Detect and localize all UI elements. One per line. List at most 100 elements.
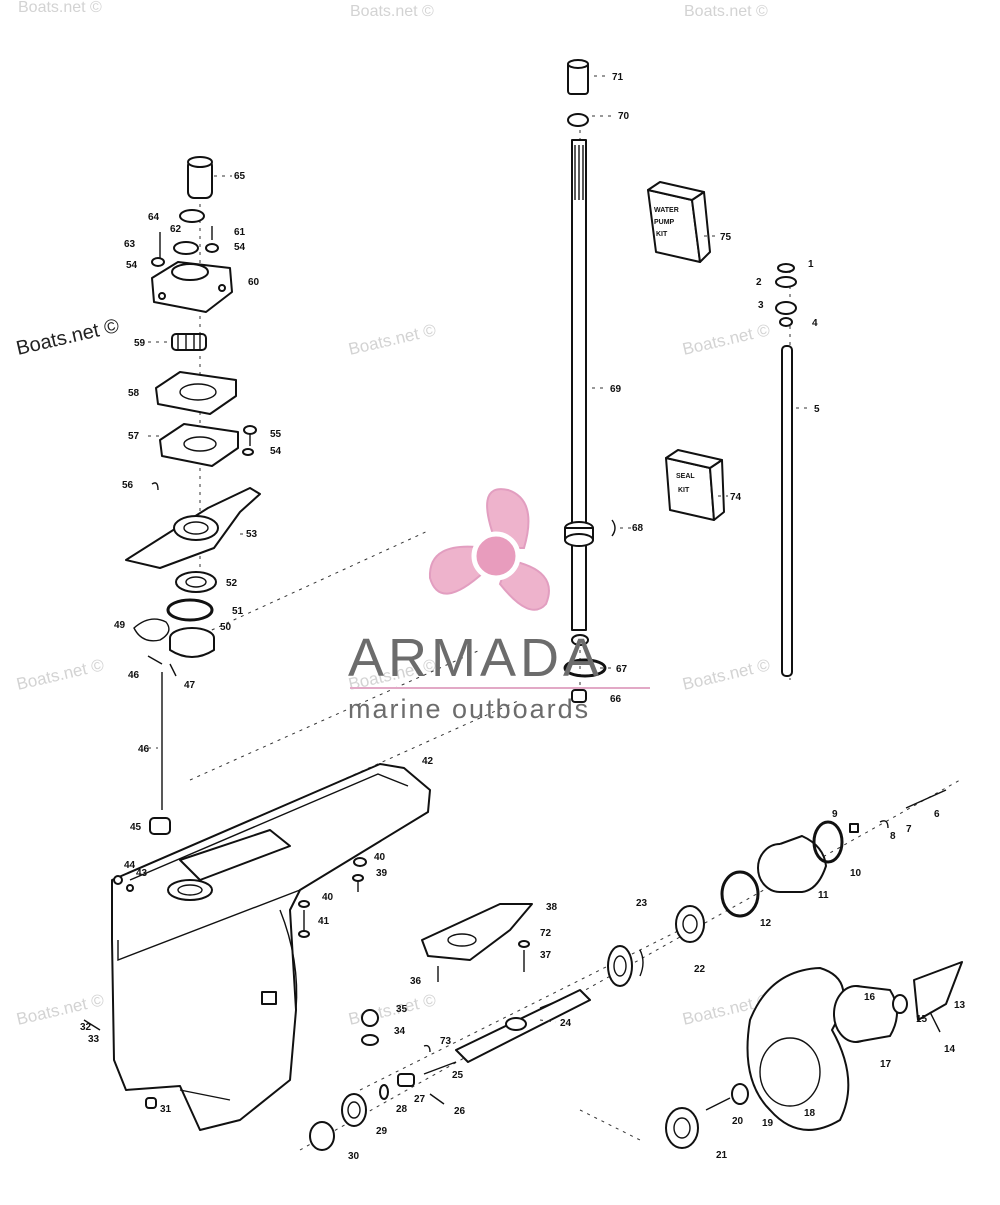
callout-32: 32 <box>80 1022 92 1033</box>
callout-5: 5 <box>814 404 820 415</box>
part-2-seal <box>775 276 797 288</box>
part-4-o-ring <box>779 317 793 327</box>
part-3-bushing <box>775 301 797 315</box>
callout-52: 52 <box>226 578 238 589</box>
callout-16: 16 <box>864 992 876 1003</box>
callout-43: 43 <box>136 868 148 879</box>
callout-75: 75 <box>720 232 732 243</box>
part-43-washer <box>126 884 134 892</box>
callout-40: 40 <box>322 892 334 903</box>
part-75-water-pump-kit: WATER PUMP KIT <box>647 181 711 263</box>
part-60-pump-housing <box>151 261 233 313</box>
callout-74: 74 <box>730 492 742 503</box>
callout-9: 9 <box>832 809 838 820</box>
shift-shaft-assembly <box>775 263 797 677</box>
kit-label-line: WATER <box>654 207 679 214</box>
part-59-impeller <box>171 333 207 351</box>
part-69-drive-shaft <box>571 139 587 631</box>
callout-73: 73 <box>440 1036 452 1047</box>
part-6-screw <box>905 789 947 809</box>
shaft-end <box>571 634 589 646</box>
part-47-pin <box>169 663 177 677</box>
watermark: Boats.net © <box>350 3 434 20</box>
callout-4: 4 <box>812 318 818 329</box>
callout-62: 62 <box>170 224 182 235</box>
part-41-screw <box>298 910 310 938</box>
watermark: Boats.net © <box>681 655 773 694</box>
part-30-bearing <box>309 1121 335 1151</box>
callout-31: 31 <box>160 1104 172 1115</box>
callout-39: 39 <box>376 868 388 879</box>
callout-7: 7 <box>906 824 912 835</box>
part-28-washer <box>379 1084 389 1100</box>
callout-35: 35 <box>396 1004 408 1015</box>
callout-leaders <box>148 75 810 1023</box>
part-73-pin <box>423 1044 431 1053</box>
callout-18: 18 <box>804 1108 816 1119</box>
callout-46: 46 <box>138 744 150 755</box>
callout-69: 69 <box>610 384 622 395</box>
part-50-bushing <box>169 627 215 658</box>
callout-26: 26 <box>454 1106 466 1117</box>
part-44-plug <box>113 875 123 885</box>
part-54-washer <box>205 243 219 253</box>
callout-56: 56 <box>122 480 134 491</box>
drive-shaft-assembly <box>563 59 616 703</box>
watermark: Boats.net © <box>347 320 439 359</box>
part-58-plate <box>155 371 237 415</box>
water-pump-assembly <box>125 156 261 835</box>
part-8-washer <box>879 820 889 829</box>
part-54-washer <box>242 448 254 456</box>
part-72-washer <box>518 940 530 948</box>
callout-38: 38 <box>546 902 558 913</box>
callout-14: 14 <box>944 1044 956 1055</box>
callout-67: 67 <box>616 664 628 675</box>
callout-60: 60 <box>248 277 260 288</box>
part-70-seal <box>567 113 589 127</box>
callout-2: 2 <box>756 277 762 288</box>
housing-small-parts <box>83 857 367 1109</box>
kit-label-line: PUMP <box>654 219 675 226</box>
part-5-shift-shaft <box>781 345 793 677</box>
part-31-plug <box>145 1097 157 1109</box>
part-42-gear-housing <box>111 763 431 1131</box>
callout-29: 29 <box>376 1126 388 1137</box>
part-18-propeller <box>746 967 850 1131</box>
part-40-washer <box>298 900 310 908</box>
callout-45: 45 <box>130 822 142 833</box>
part-45-coupling <box>149 817 171 835</box>
part-53-base-plate <box>125 487 261 569</box>
callout-24: 24 <box>560 1018 572 1029</box>
callout-8: 8 <box>890 831 896 842</box>
watermark: Boats.net © <box>681 320 773 359</box>
part-52-seal <box>175 571 217 593</box>
lower-gear-assembly <box>309 903 705 1151</box>
callout-54: 54 <box>270 446 282 457</box>
kit-label-line: KIT <box>656 231 668 238</box>
watermark: Boats.net © <box>684 3 768 20</box>
part-74-seal-kit: SEAL KIT <box>665 449 725 521</box>
watermark: Boats.net © <box>18 0 102 16</box>
callout-57: 57 <box>128 431 140 442</box>
callout-63: 63 <box>124 239 136 250</box>
callout-13: 13 <box>954 1000 966 1011</box>
part-13-cone <box>913 961 963 1021</box>
part-71-sleeve <box>567 59 589 95</box>
callout-65: 65 <box>234 171 246 182</box>
callout-58: 58 <box>128 388 140 399</box>
part-35-nut <box>361 1009 379 1027</box>
part-51-o-ring <box>166 598 214 622</box>
part-57-gasket <box>159 423 239 467</box>
watermark: Boats.net © <box>15 990 107 1029</box>
callout-37: 37 <box>540 950 552 961</box>
part-49-gasket <box>133 618 170 642</box>
callout-6: 6 <box>934 809 940 820</box>
part-21-hub <box>665 1107 699 1149</box>
callout-15: 15 <box>916 1014 928 1025</box>
part-54-washer <box>151 257 165 267</box>
callout-54: 54 <box>126 260 138 271</box>
callout-64: 64 <box>148 212 160 223</box>
part-22-shim <box>639 949 644 977</box>
part-9-washer <box>849 823 859 833</box>
callout-3: 3 <box>758 300 764 311</box>
